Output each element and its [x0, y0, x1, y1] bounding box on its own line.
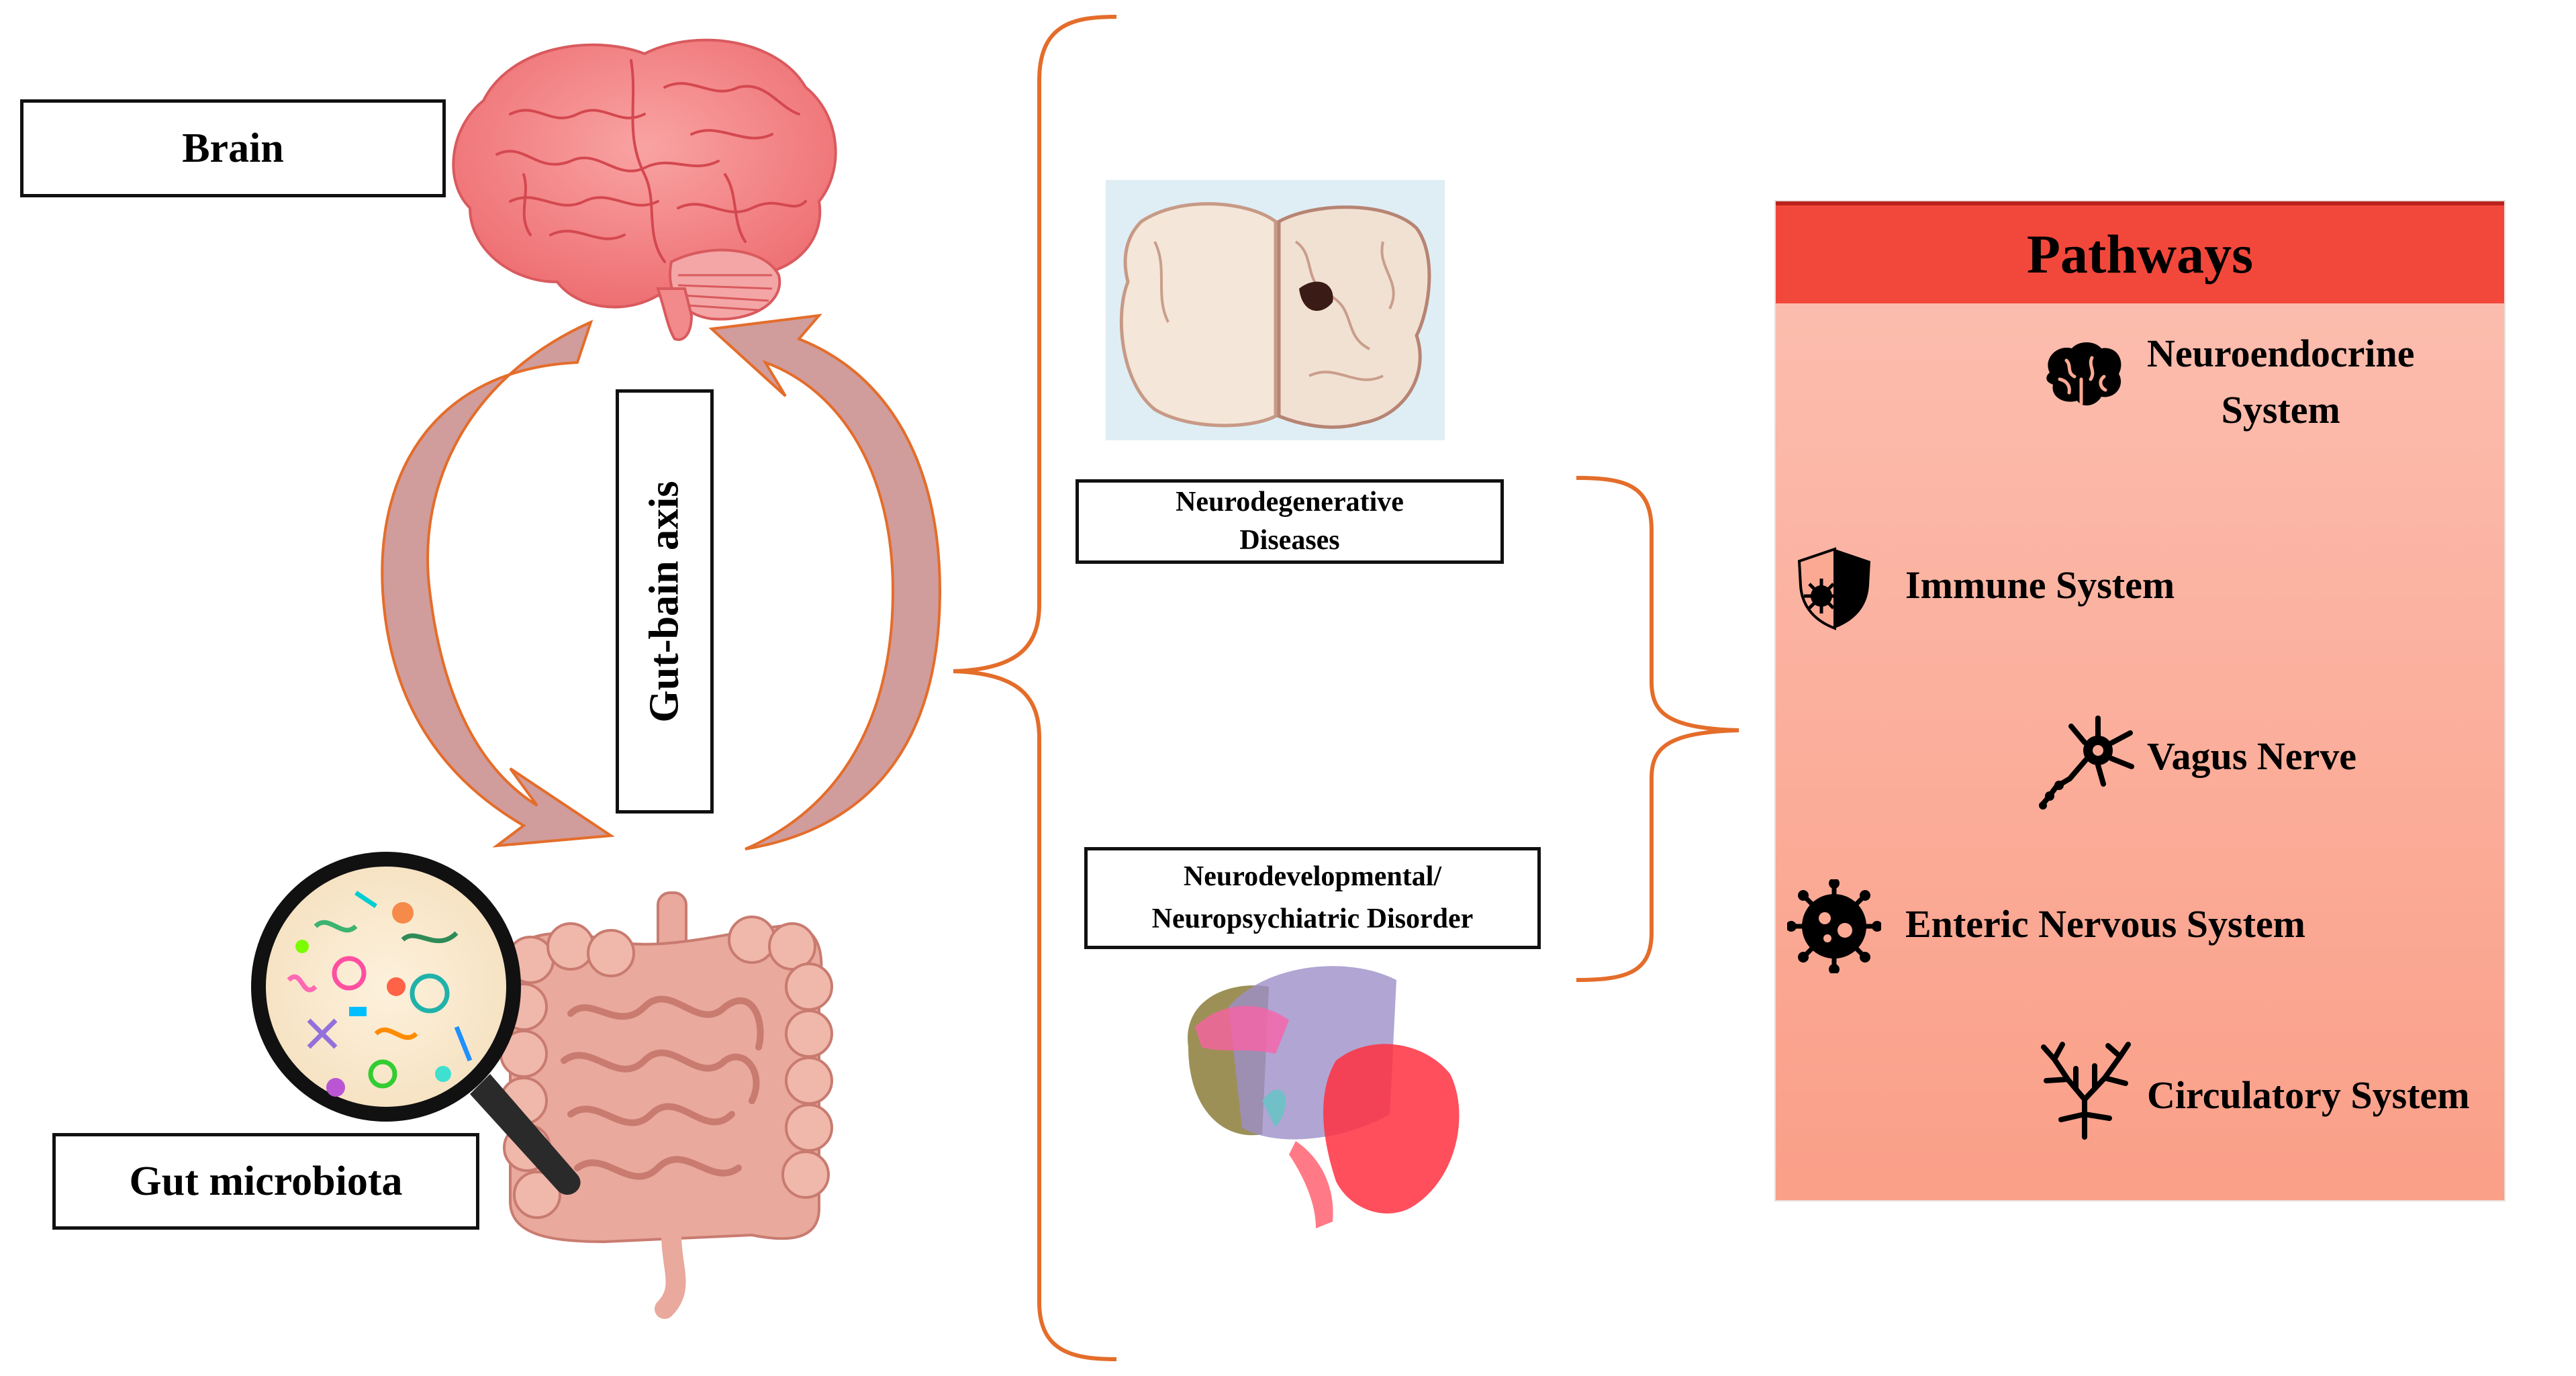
pathway-neuroendocrine-line1: Neuroendocrine [2147, 332, 2415, 375]
intestine-illustration [499, 891, 833, 1319]
pathways-panel: Pathways [1776, 201, 2504, 1200]
neurodegenerative-line1: Neurodegenerative [1176, 487, 1404, 518]
vessel-icon [2041, 1042, 2131, 1140]
pathway-enteric-text: Enteric Nervous System [1905, 902, 2306, 946]
brain-label-text: Brain [182, 125, 284, 171]
microbe-icon [1787, 879, 1881, 973]
pathway-enteric: Enteric Nervous System [1905, 896, 2305, 952]
brain-illustration [452, 38, 837, 341]
right-brace [1576, 476, 1739, 982]
pathways-title: Pathways [1776, 201, 2504, 303]
gut-microbiota-label: Gut microbiota [52, 1133, 479, 1230]
pathway-immune-text: Immune System [1905, 563, 2175, 607]
brain-icon [2046, 342, 2121, 406]
pathway-circulatory-text: Circulatory System [2147, 1073, 2470, 1117]
cycle-arrows [381, 313, 942, 850]
brain-section-photo [1106, 180, 1445, 440]
neurodevelopmental-label: Neurodevelopmental/ Neuropsychiatric Dis… [1084, 847, 1541, 949]
neurodevelopmental-line2: Neuropsychiatric Disorder [1151, 903, 1474, 934]
pathway-vagus: Vagus Nerve [2147, 728, 2356, 785]
magnifier-illustration [251, 852, 581, 1195]
pathway-immune: Immune System [1905, 557, 2175, 613]
neurodevelopmental-line1: Neurodevelopmental/ [1183, 861, 1442, 892]
neurodegenerative-line2: Diseases [1239, 525, 1340, 556]
gut-microbiota-label-text: Gut microbiota [129, 1158, 403, 1204]
pathway-neuroendocrine: Neuroendocrine System [2147, 326, 2414, 438]
left-brace [953, 15, 1117, 1361]
shield-virus-icon [1797, 547, 1870, 630]
pathway-vagus-text: Vagus Nerve [2147, 734, 2357, 778]
pathway-neuroendocrine-line2: System [2221, 388, 2340, 432]
neurodegenerative-label: Neurodegenerative Diseases [1076, 479, 1504, 564]
pathway-circulatory: Circulatory System [2147, 1067, 2470, 1124]
gut-brain-axis-label: Gut-bain axis [616, 389, 714, 814]
gut-brain-axis-text: Gut-bain axis [641, 480, 687, 723]
neuron-icon [2039, 716, 2134, 809]
lobe-brain-illustration [1188, 966, 1460, 1228]
brain-label: Brain [20, 99, 446, 197]
